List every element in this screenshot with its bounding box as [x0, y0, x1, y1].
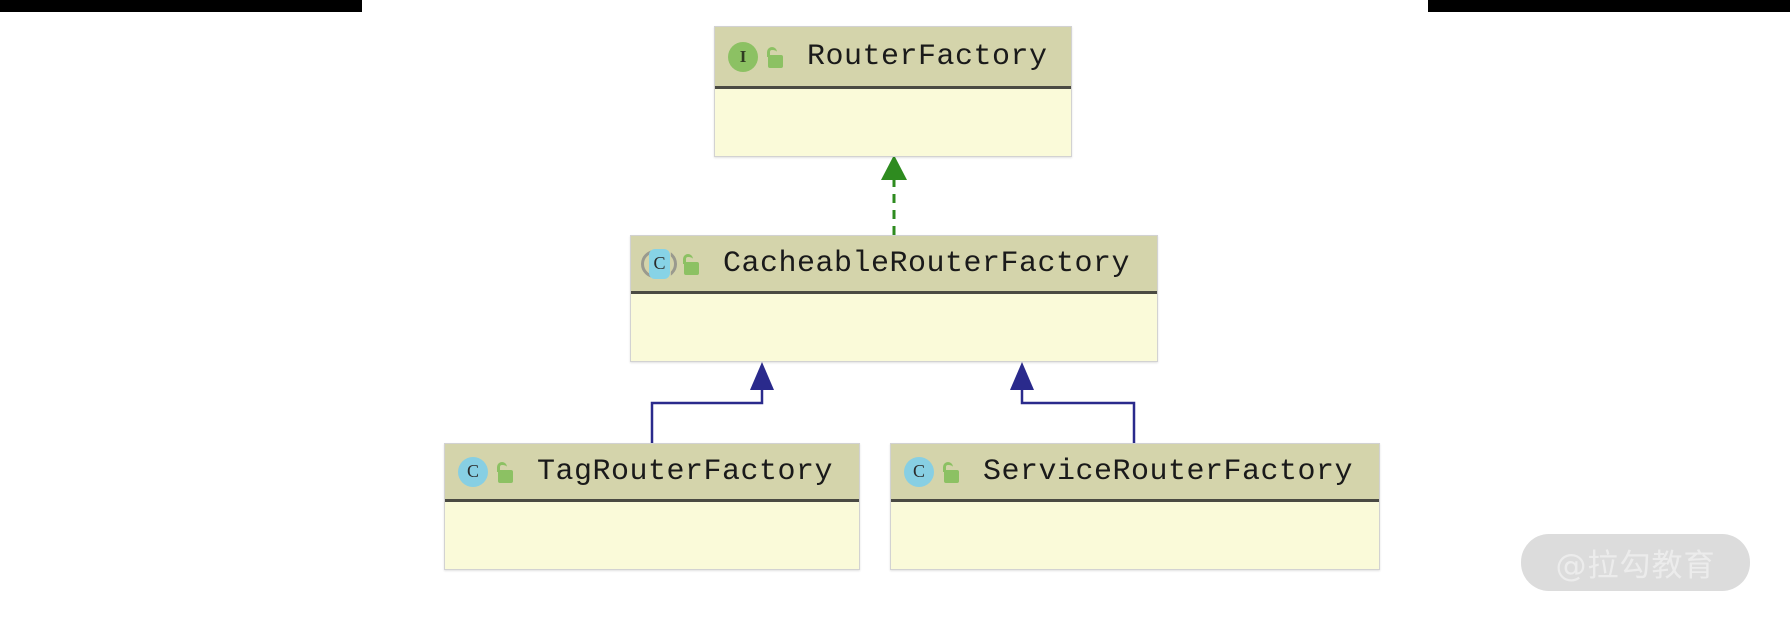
uml-class-node-service-router-factory[interactable]: C ServiceRouterFactory [890, 443, 1380, 570]
padlock-body [684, 261, 699, 275]
uml-node-title: TagRouterFactory [537, 454, 834, 489]
unlocked-padlock-icon [941, 459, 965, 485]
class-icon-letter: C [649, 248, 670, 279]
unlocked-padlock-icon [765, 44, 789, 70]
padlock-shackle [767, 46, 777, 57]
uml-node-members-compartment [445, 502, 859, 566]
uml-class-node-tag-router-factory[interactable]: C TagRouterFactory [444, 443, 860, 570]
unlocked-padlock-icon [681, 251, 705, 277]
uml-node-title: ServiceRouterFactory [983, 454, 1354, 489]
top-black-bar-right [1428, 0, 1790, 12]
interface-circle-icon: I [727, 41, 759, 73]
padlock-body [768, 54, 783, 68]
uml-node-header: I RouterFactory [715, 27, 1071, 89]
uml-node-header: C CacheableRouterFactory [631, 236, 1157, 294]
padlock-shackle [943, 461, 953, 472]
interface-icon-letter: I [728, 41, 758, 72]
padlock-shackle [497, 461, 507, 472]
uml-node-title: RouterFactory [807, 39, 1048, 74]
edge-realization [881, 155, 907, 235]
class-rounded-square-icon: C [641, 248, 677, 280]
uml-node-members-compartment [891, 502, 1379, 566]
uml-class-node-router-factory[interactable]: I RouterFactory [714, 26, 1072, 157]
uml-node-header: C TagRouterFactory [445, 444, 859, 502]
padlock-shackle [683, 253, 693, 264]
top-black-bar-left [0, 0, 362, 12]
uml-node-title: CacheableRouterFactory [723, 246, 1131, 281]
class-circle-icon: C [457, 456, 489, 488]
realization-arrowhead [881, 155, 907, 180]
class-icon-letter: C [904, 456, 934, 487]
uml-node-members-compartment [715, 89, 1071, 153]
class-icon-letter: C [458, 456, 488, 487]
uml-class-node-cacheable-router-factory[interactable]: C CacheableRouterFactory [630, 235, 1158, 362]
class-circle-icon: C [903, 456, 935, 488]
unlocked-padlock-icon [495, 459, 519, 485]
generalization-line-tag [650, 390, 764, 443]
watermark-text: @拉勾教育 [1555, 548, 1716, 584]
padlock-body [498, 469, 513, 483]
edge-generalization-service [1010, 362, 1136, 443]
generalization-line-service [1020, 390, 1136, 443]
uml-node-members-compartment [631, 294, 1157, 358]
edge-generalization-tag [650, 362, 774, 443]
padlock-body [944, 469, 959, 483]
watermark-badge: @拉勾教育 [1521, 534, 1750, 591]
uml-node-header: C ServiceRouterFactory [891, 444, 1379, 502]
generalization-arrowhead-tag [750, 362, 774, 390]
generalization-arrowhead-service [1010, 362, 1034, 390]
